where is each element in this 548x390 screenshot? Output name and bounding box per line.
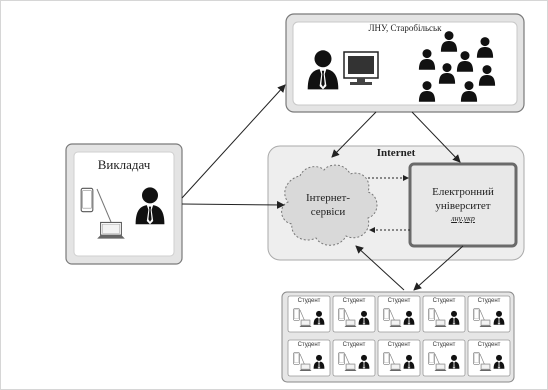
euniversity-label-line2: університет [435, 200, 491, 212]
student-label: Студент [297, 298, 321, 304]
cloud-label-line2: сервіси [310, 206, 346, 218]
laptop-icon [96, 221, 126, 240]
device-divider [96, 188, 112, 223]
student-label: Студент [387, 342, 411, 348]
teacher-box-inner [73, 151, 175, 257]
euniversity-label-line1: Електронний [432, 186, 494, 198]
internet-services-cloud [281, 164, 378, 246]
monitor-icon [343, 51, 379, 85]
lnu-box-title: ЛНУ, Старобільськ [368, 23, 442, 33]
teacher-box-title: Викладач [97, 157, 151, 172]
student-label: Студент [432, 298, 456, 304]
internet-box-title: Internet [376, 147, 416, 159]
cloud-label-line1: Інтернет- [306, 192, 350, 204]
student-label: Студент [477, 342, 501, 348]
euniversity-url[interactable]: лну.укр [451, 214, 475, 223]
smartphone-icon [80, 187, 94, 213]
student-label: Студент [432, 342, 456, 348]
student-label: Студент [387, 298, 411, 304]
student-label: Студент [477, 298, 501, 304]
connection-arrows [181, 84, 464, 291]
student-label: Студент [342, 342, 366, 348]
student-label: Студент [342, 298, 366, 304]
student-label: Студент [297, 342, 321, 348]
lnu-box-inner [292, 21, 518, 106]
